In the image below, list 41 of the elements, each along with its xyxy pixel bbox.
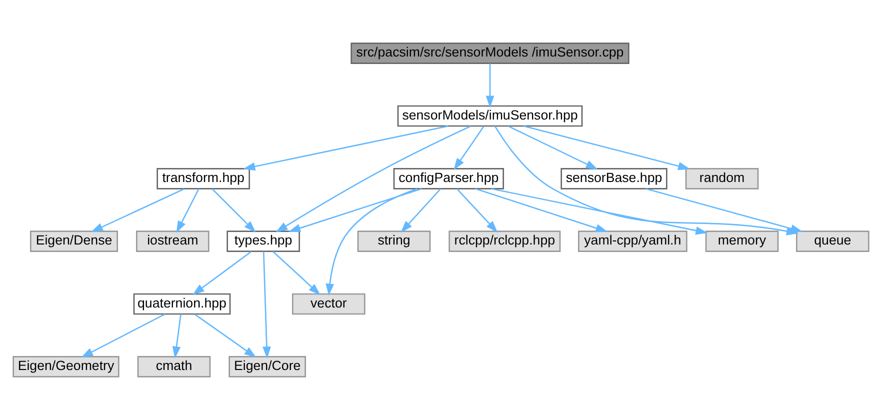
arrow (475, 188, 608, 232)
node-box: Eigen/Dense (30, 230, 118, 252)
arrow (400, 188, 442, 233)
node-box: yaml-cpp/yaml.h (578, 230, 688, 252)
node-box: quaternion.hpp (133, 293, 231, 315)
arrow (172, 314, 182, 358)
arrow (243, 125, 448, 171)
arrow (192, 250, 252, 295)
node-box: rclcpp/rclcpp.hpp (448, 230, 561, 252)
arrow (524, 125, 690, 170)
arrow (276, 126, 472, 232)
node-box: types.hpp (226, 230, 300, 252)
node-box: queue (796, 230, 870, 252)
node-box: cmath (137, 356, 211, 378)
node-box: sensorBase.hpp (560, 168, 668, 190)
arrow (212, 188, 256, 233)
arrow (454, 126, 484, 170)
node-box: iostream (136, 230, 210, 252)
node-box: random (685, 168, 759, 190)
node-box: src/pacsim/src/sensorModels /imuSensor.cpp (350, 42, 630, 64)
arrow (491, 188, 708, 235)
node-box: configParser.hpp (393, 168, 504, 190)
arrow (326, 188, 418, 296)
arrow (194, 314, 256, 358)
arrow (176, 188, 200, 233)
arrow (288, 188, 422, 232)
node-box: sensorModels/imuSensor.hpp (397, 105, 583, 127)
node-box: Eigen/Core (228, 356, 306, 378)
arrow (646, 188, 803, 233)
arrow (272, 251, 320, 296)
arrow (81, 314, 166, 358)
arrow (456, 188, 498, 233)
node-box: string (357, 230, 431, 252)
arrow (262, 251, 271, 359)
node-box: transform.hpp (156, 168, 250, 190)
arrow (508, 126, 598, 170)
node-box: memory (705, 230, 779, 252)
node-box: Eigen/Geometry (12, 356, 120, 378)
arrow (486, 64, 494, 108)
node-box: vector (292, 293, 366, 315)
arrow (90, 188, 185, 232)
